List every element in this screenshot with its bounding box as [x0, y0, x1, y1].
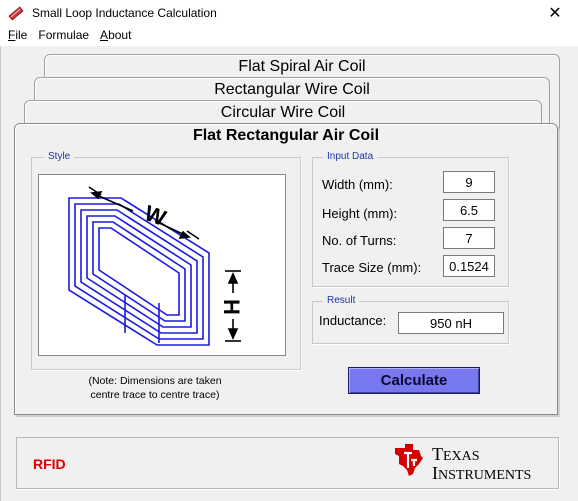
- dimensions-note: (Note: Dimensions are taken centre trace…: [88, 375, 222, 401]
- app-icon: [8, 6, 24, 21]
- tab-label: Circular Wire Coil: [220, 104, 346, 121]
- menu-bar: File Formulae About: [0, 26, 578, 46]
- rfid-label: RFID: [33, 456, 66, 472]
- height-input[interactable]: 6.5: [443, 199, 495, 221]
- trace-size-label: Trace Size (mm):: [322, 260, 422, 275]
- texas-instruments-logo-icon: [395, 444, 423, 476]
- input-data-group: Input Data: [312, 151, 509, 287]
- close-button[interactable]: ✕: [532, 0, 578, 26]
- height-label: Height (mm):: [322, 206, 398, 221]
- result-group: Result: [312, 295, 509, 344]
- turns-label: No. of Turns:: [322, 233, 397, 248]
- result-group-label: Result: [323, 295, 360, 306]
- coil-diagram: W H: [38, 174, 286, 356]
- h-dimension-label: H: [219, 299, 244, 315]
- footer: RFID TEXAS INSTRUMENTS: [16, 437, 559, 489]
- flat-rectangular-air-coil-panel: Flat Rectangular Air Coil Style: [14, 123, 558, 415]
- input-data-group-label: Input Data: [323, 151, 378, 162]
- calculate-button[interactable]: Calculate: [348, 367, 480, 394]
- title-bar: Small Loop Inductance Calculation ✕: [0, 0, 578, 26]
- close-icon: ✕: [548, 5, 562, 22]
- turns-input[interactable]: 7: [443, 227, 495, 249]
- menu-formulae[interactable]: Formulae: [38, 28, 90, 42]
- tab-label: Rectangular Wire Coil: [214, 81, 370, 98]
- width-label: Width (mm):: [322, 177, 393, 192]
- coil-diagram-svg: W H: [68, 186, 244, 346]
- tab-label: Flat Spiral Air Coil: [238, 58, 366, 75]
- menu-about[interactable]: About: [100, 28, 132, 42]
- style-group: Style: [31, 151, 301, 370]
- style-group-label: Style: [44, 151, 75, 162]
- panel-title: Flat Rectangular Air Coil: [192, 127, 380, 144]
- trace-size-input[interactable]: 0.1524: [443, 255, 495, 277]
- inductance-label: Inductance:: [319, 313, 387, 328]
- texas-instruments-wordmark: TEXAS INSTRUMENTS: [432, 444, 532, 483]
- width-input[interactable]: 9: [443, 171, 495, 193]
- window-title: Small Loop Inductance Calculation: [32, 6, 217, 20]
- inductance-output: 950 nH: [398, 312, 504, 334]
- menu-file[interactable]: File: [8, 28, 28, 42]
